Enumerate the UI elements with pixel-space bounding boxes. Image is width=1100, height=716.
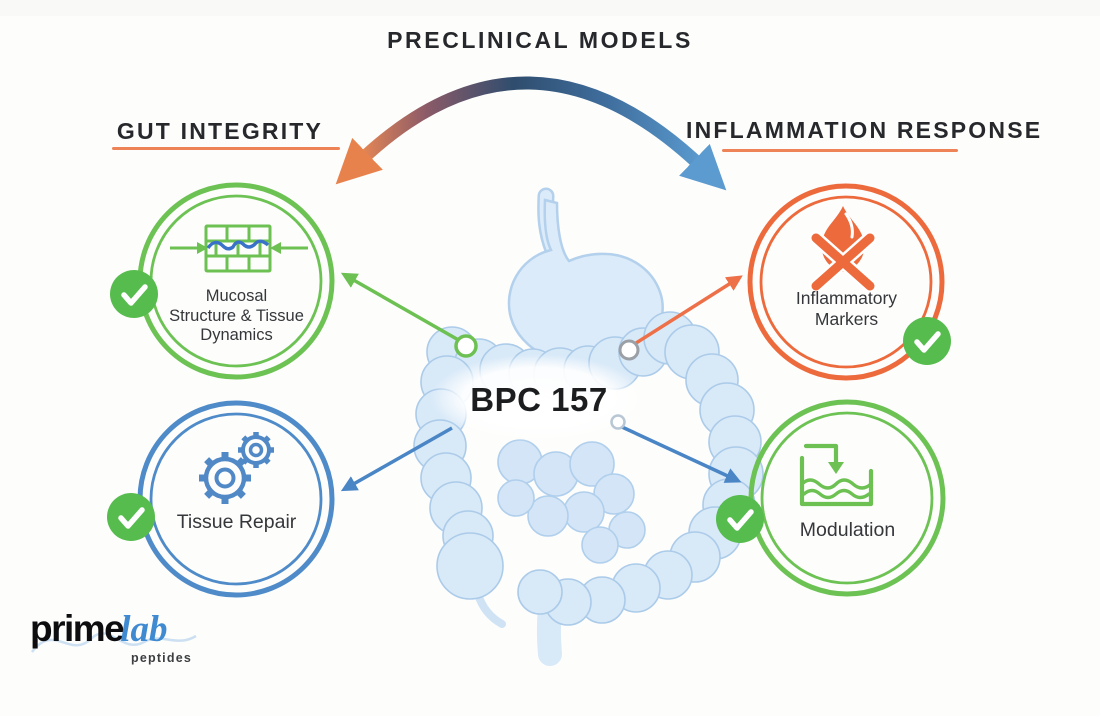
ring-mucosal <box>137 182 335 380</box>
logo-watermark-squiggle <box>30 632 197 653</box>
connector-mucosal <box>340 272 478 358</box>
label-inflammatory-line2: Markers <box>814 308 879 329</box>
page-title: PRECLINICAL MODELS <box>387 27 693 53</box>
ring-inflammatory <box>747 183 945 381</box>
curved-gradient-arrow <box>335 76 727 191</box>
label-modulation: Modulation <box>799 519 896 541</box>
label-mucosal: Mucosal Structure & Tissue Dynamics <box>146 287 327 346</box>
connector-inflammatory <box>618 275 743 361</box>
check-badge-modulation <box>716 495 764 543</box>
label-mucosal-line2: Structure & Tissue <box>169 306 304 325</box>
gears-icon <box>199 432 274 504</box>
logo-lab-text: lab <box>120 609 168 650</box>
ring-modulation <box>748 399 946 597</box>
heading-underline-left <box>112 147 340 150</box>
brick-wall-barrier-icon <box>170 224 308 273</box>
gut-illustration <box>413 187 764 666</box>
connector-modulation <box>610 414 742 483</box>
label-tissue-repair: Tissue Repair <box>176 511 297 533</box>
center-peptide-label: BPC 157 <box>470 381 608 418</box>
heading-inflammation-response: INFLAMMATION RESPONSE <box>686 117 1043 143</box>
check-badge-inflammatory <box>903 317 951 365</box>
ring-tissue-repair <box>137 400 335 598</box>
logo-wordmark: primelab <box>30 608 168 651</box>
background-band <box>0 0 1100 16</box>
check-badge-tissue-repair <box>107 493 155 541</box>
logo-peptides-text: peptides <box>131 651 192 665</box>
logo-prime-text: prime <box>30 608 125 649</box>
label-mucosal-line3: Dynamics <box>200 326 273 344</box>
primelab-logo: primelab peptides <box>26 604 241 679</box>
label-inflammatory: Inflammatory Markers <box>756 288 937 329</box>
heading-gut-integrity: GUT INTEGRITY <box>116 118 324 144</box>
label-inflammatory-line1: Inflammatory <box>795 288 898 308</box>
label-mucosal-line1: Mucosal <box>205 287 268 305</box>
heading-underline-right <box>722 149 958 152</box>
connector-tissue-repair <box>340 426 453 492</box>
fluid-level-arrow-icon <box>799 443 874 507</box>
check-badge-mucosal <box>110 270 158 318</box>
campfire-icon <box>809 206 877 293</box>
